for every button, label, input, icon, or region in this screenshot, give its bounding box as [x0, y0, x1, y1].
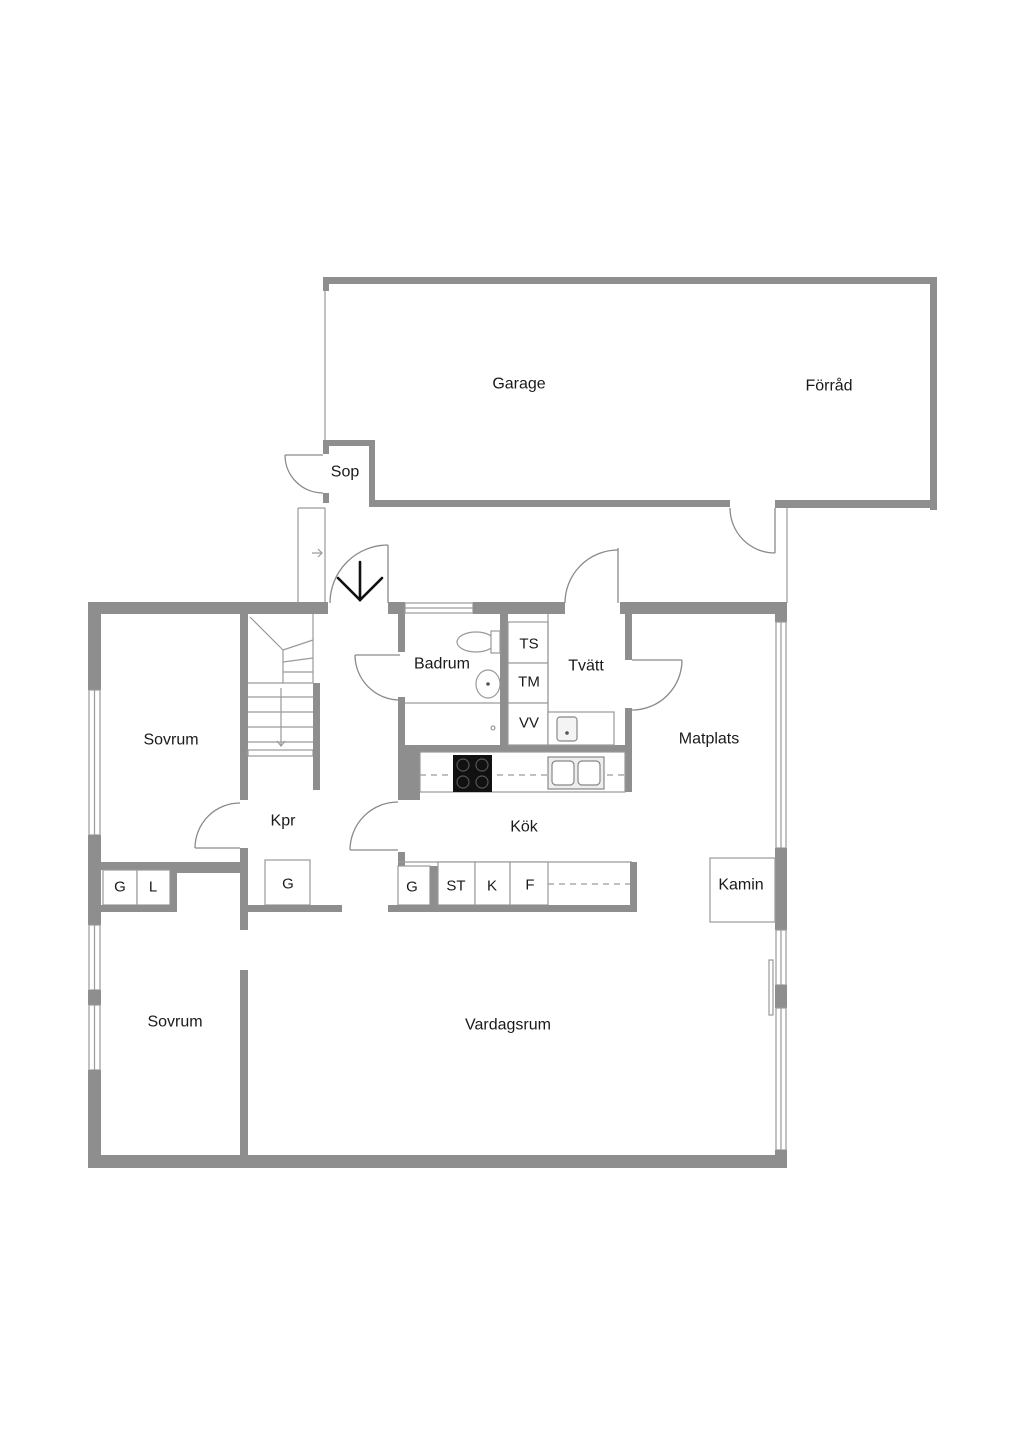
- wall: [625, 708, 632, 792]
- room-labels: Garage Förråd Sop Badrum TS TM VV Tvätt …: [114, 376, 852, 1034]
- room-label-kpr: Kpr: [271, 813, 297, 830]
- door-swing: [349, 801, 399, 851]
- wall: [775, 1150, 787, 1168]
- sink-icon: [475, 669, 501, 699]
- wall: [473, 602, 565, 614]
- courtyard-outline: [297, 507, 788, 603]
- wall: [88, 1155, 787, 1168]
- wall: [430, 866, 438, 905]
- door-swing: [194, 802, 241, 849]
- fixture-label-sovrum-l: L: [149, 879, 157, 896]
- fixture-label-kok-g: G: [406, 879, 418, 896]
- wall: [398, 745, 632, 752]
- wall: [775, 602, 787, 622]
- wall: [88, 835, 101, 925]
- wall: [88, 602, 101, 690]
- door-swing: [354, 654, 401, 701]
- stair-end: [247, 749, 314, 757]
- fixture-label-sovrum-g: G: [114, 879, 126, 896]
- kpr-closet-g: [264, 859, 311, 906]
- door-swing: [631, 659, 683, 711]
- wall: [240, 848, 248, 870]
- wall: [170, 868, 177, 912]
- wall: [88, 1070, 101, 1168]
- wall: [500, 614, 508, 745]
- laundry-sink-icon: [556, 716, 578, 742]
- wall: [240, 870, 248, 930]
- wall: [775, 985, 787, 1008]
- wall: [930, 277, 937, 510]
- fixture-label-kamin: Kamin: [718, 877, 763, 894]
- room-label-tvatt: Tvätt: [568, 658, 604, 675]
- fixture-label-kok-k: K: [487, 878, 497, 895]
- wall: [620, 602, 787, 614]
- room-label-badrum: Badrum: [414, 656, 470, 673]
- door-swing: [329, 544, 389, 604]
- garage-building: [284, 277, 937, 554]
- wall: [323, 440, 329, 454]
- toilet-icon: [456, 630, 501, 654]
- appliance-label-ts: TS: [519, 636, 538, 653]
- door-swing: [729, 507, 776, 554]
- wall: [369, 440, 375, 507]
- wall: [625, 614, 632, 660]
- entrance: [329, 544, 389, 604]
- wall: [88, 905, 177, 912]
- wall: [370, 500, 730, 507]
- wall: [248, 905, 342, 912]
- wall: [170, 866, 248, 873]
- wall: [388, 602, 405, 614]
- step-arrow-head: [317, 548, 323, 558]
- sliding-door-mark: [768, 959, 774, 1016]
- entrance-arrow-head-icon: [336, 576, 384, 602]
- appliance-vv: [507, 702, 549, 746]
- door-swing: [564, 549, 619, 604]
- appliance-label-vv: VV: [519, 715, 539, 732]
- stair-line: [282, 657, 314, 663]
- wall: [775, 500, 937, 508]
- wall: [398, 852, 405, 870]
- wall: [388, 905, 637, 912]
- wall: [775, 848, 787, 930]
- room-label-vardagsrum: Vardagsrum: [465, 1017, 551, 1034]
- drain-icon: [490, 725, 496, 731]
- stair-arrow-head-icon: [276, 740, 286, 747]
- wall: [240, 970, 248, 1155]
- wall: [323, 277, 329, 291]
- stove-icon: [453, 755, 492, 792]
- room-label-sop: Sop: [331, 464, 360, 481]
- wall: [240, 614, 248, 800]
- stair-line: [282, 639, 314, 651]
- wall: [323, 277, 937, 284]
- appliance-label-tm: TM: [518, 674, 540, 691]
- fireplace: [709, 857, 776, 923]
- fixture-label-kok-st: ST: [446, 878, 465, 895]
- wall: [630, 862, 637, 912]
- wall: [88, 602, 328, 614]
- door-swing: [284, 454, 324, 494]
- interior-walls: [88, 614, 776, 1155]
- fixture-label-kpr-g: G: [282, 876, 294, 893]
- wall: [323, 493, 329, 503]
- kitchen-sink-icon: [547, 756, 605, 790]
- house-outer-walls: [88, 602, 787, 1168]
- room-label-sovrum-2: Sovrum: [147, 1014, 202, 1031]
- room-label-forrad: Förråd: [805, 377, 852, 395]
- staircase: [247, 614, 314, 757]
- wall: [313, 683, 320, 790]
- wall: [323, 440, 375, 446]
- room-label-matplats: Matplats: [679, 731, 739, 748]
- wall: [88, 990, 101, 1005]
- stair-line: [249, 616, 284, 651]
- room-label-kok: Kök: [510, 819, 539, 836]
- wall: [398, 697, 405, 752]
- room-label-sovrum-1: Sovrum: [143, 732, 198, 749]
- wall: [398, 614, 405, 652]
- wall: [398, 752, 420, 800]
- room-label-garage: Garage: [492, 376, 545, 393]
- fixture-label-kok-f: F: [525, 877, 534, 894]
